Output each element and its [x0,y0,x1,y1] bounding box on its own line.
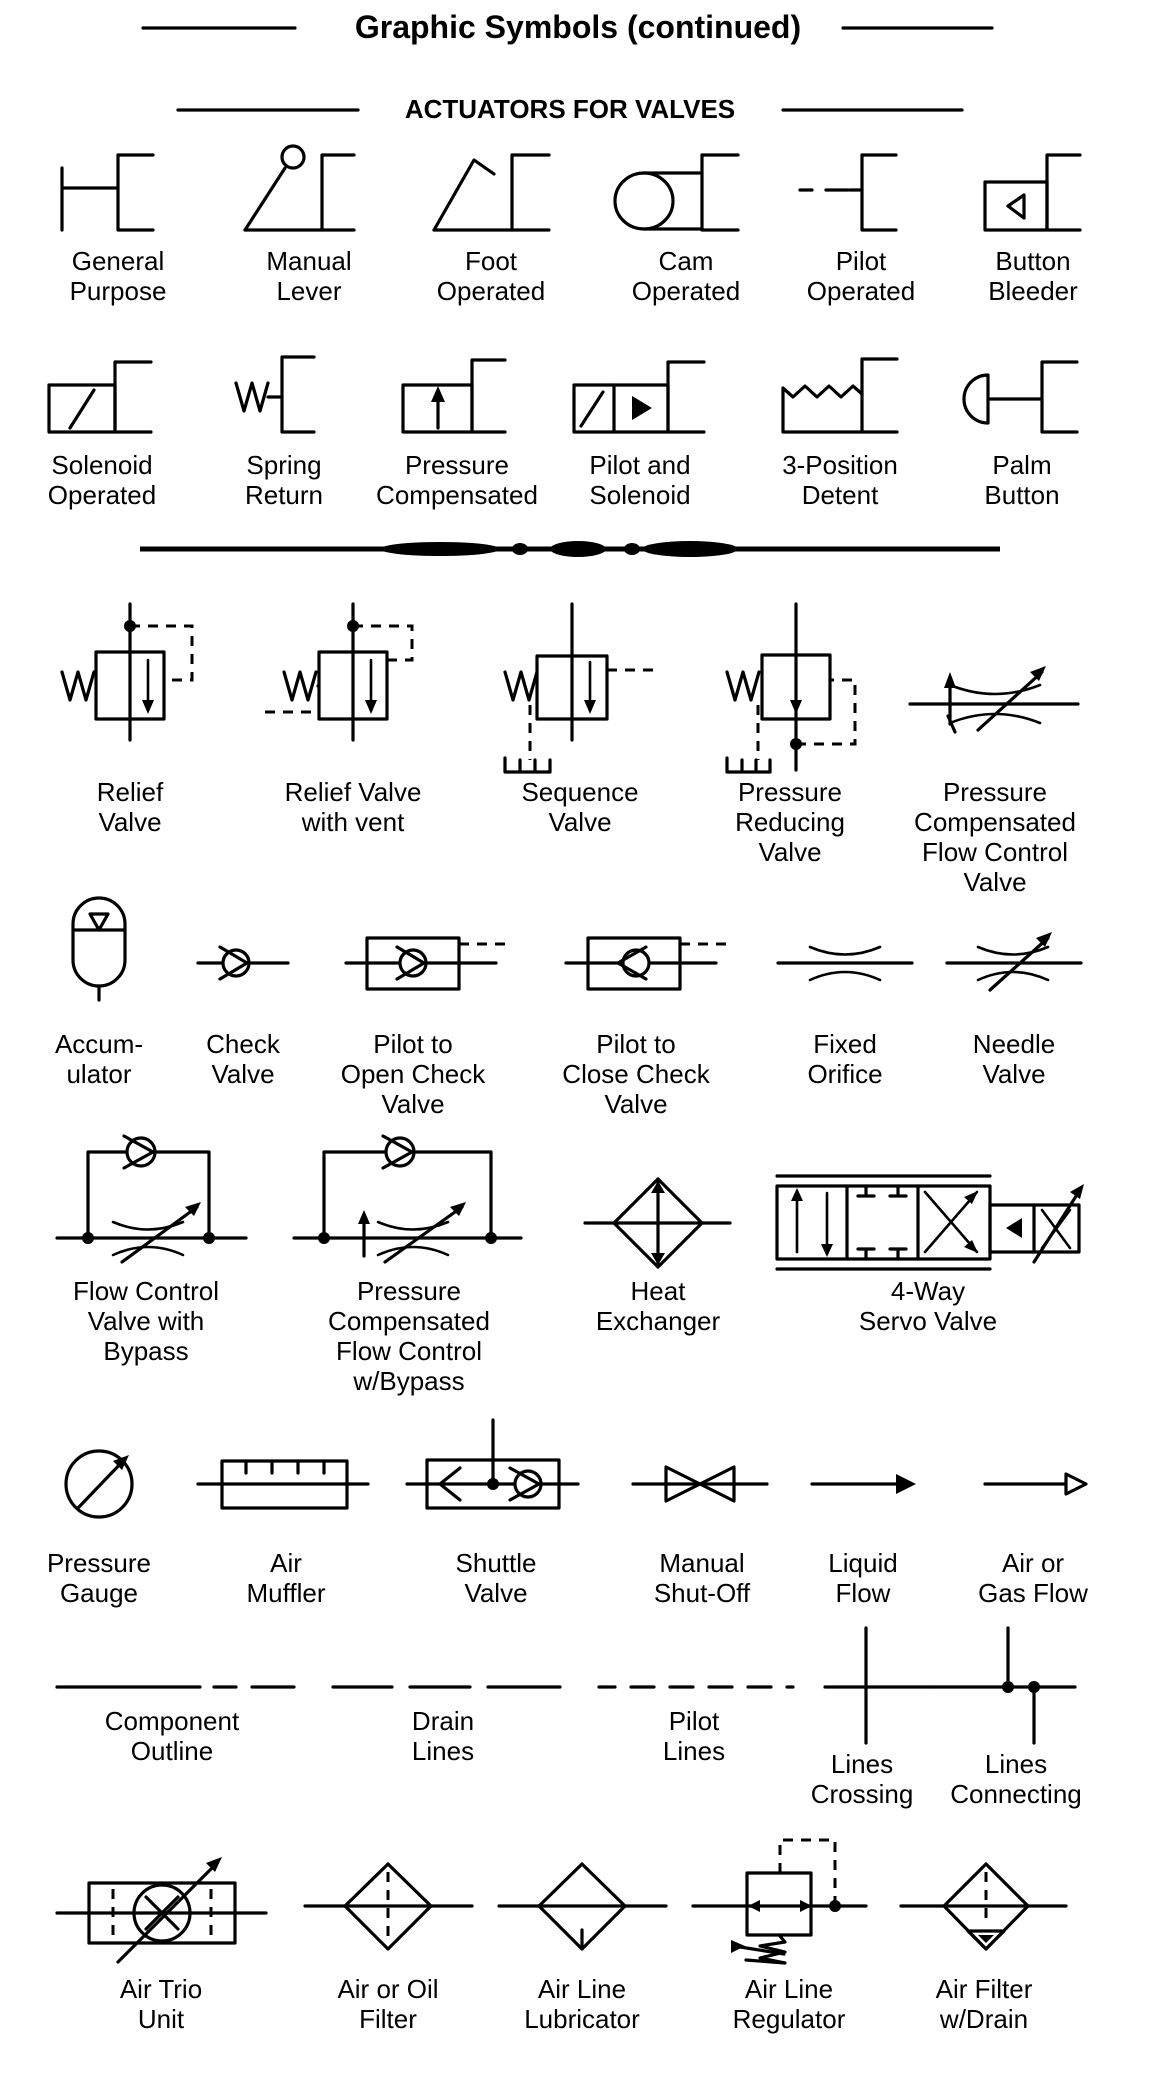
palm-button-symbol [962,360,1079,434]
three-position-detent-symbol [781,357,899,434]
shuttle-valve-symbol [405,1418,580,1510]
air-line-regulator-symbol [691,1838,868,1965]
spring-return-symbol [234,355,316,434]
pilot-and-solenoid-symbol [572,360,706,434]
manual-shut-off-symbol [631,1465,769,1503]
lines-connecting-symbol [931,1626,1077,1745]
air-gas-flow-symbol [983,1472,1088,1496]
pressure-gauge-symbol [64,1449,134,1519]
pressure-reducing-valve-symbol [725,602,857,774]
flow-control-bypass-symbol [55,1134,248,1264]
section-divider [140,541,1000,557]
air-trio-unit-symbol [55,1857,268,1964]
accumulator-symbol [71,896,127,1002]
sequence-valve-symbol [503,602,660,774]
button-bleeder-symbol [983,153,1082,232]
pilot-operated-symbol [798,153,898,232]
pressure-compensated-symbol [401,358,507,434]
air-line-lubricator-symbol [497,1862,668,1951]
fixed-orifice-symbol [776,945,914,982]
needle-valve-symbol [945,932,1083,992]
air-muffler-symbol [196,1459,370,1510]
page-title: Graphic Symbols (continued) [355,9,801,45]
air-filter-drain-symbol [899,1862,1068,1951]
section-heading-actuators: ACTUATORS FOR VALVES [405,94,735,124]
air-oil-filter-symbol [303,1862,474,1951]
four-way-servo-symbol [775,1174,1084,1271]
solenoid-operated-symbol [47,360,153,434]
heat-exchanger-symbol [583,1177,732,1269]
manual-lever-symbol [243,144,356,232]
relief-valve-symbol [60,602,194,742]
liquid-flow-symbol [810,1474,916,1494]
accumulator-label: Accum-ulator [55,1029,143,1089]
general-purpose-symbol [60,153,155,232]
foot-operated-symbol [432,153,551,232]
relief-valve-with-vent-symbol [265,602,414,742]
check-valve-symbol [196,945,290,981]
pilot-to-close-check-symbol [564,936,733,991]
pc-flow-control-valve-symbol [908,666,1080,734]
pilot-to-open-check-symbol [344,936,512,991]
lines-crossing-symbol [823,1626,935,1745]
cam-operated-symbol [613,153,740,232]
pc-flow-control-bypass-symbol [292,1134,523,1264]
